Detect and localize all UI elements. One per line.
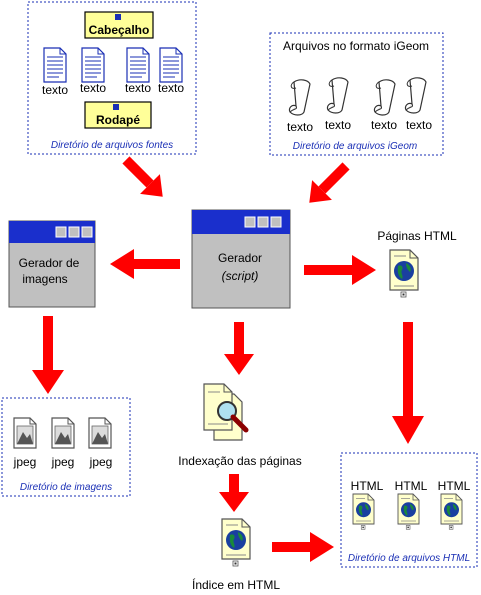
igeom-directory-caption: Diretório de arquivos iGeom: [293, 141, 418, 152]
arrow-generator-to-indexing: [224, 322, 254, 375]
jpeg-image-icon: [88, 417, 112, 449]
source-directory-caption: Diretório de arquivos fontes: [51, 140, 173, 151]
igeom-directory: Arquivos no formato iGeom texto texto te…: [269, 32, 444, 156]
html-file-icon: [397, 493, 420, 530]
source-file-label: texto: [80, 81, 106, 95]
arrow-generator-to-html-pages: [304, 255, 376, 285]
index-html-label: Índice em HTML: [192, 577, 280, 592]
igeom-file-label: texto: [371, 118, 397, 132]
text-file-icon: [159, 47, 183, 83]
igeom-file-label: texto: [325, 118, 351, 132]
images-directory-caption: Diretório de imagens: [20, 482, 112, 493]
images-directory: jpeg jpeg jpeg Diretório de imagens: [1, 397, 131, 497]
html-directory: HTML HTML HTML Diretório de arquivos HTM…: [340, 452, 478, 568]
indexing-label: Indexação das páginas: [178, 454, 301, 468]
igeom-file-label: texto: [406, 118, 432, 132]
arrow-indexing-to-index: [219, 474, 249, 512]
source-file-label: texto: [158, 81, 184, 95]
footer-box: Rodapé: [84, 101, 152, 129]
index-html-icon: [221, 518, 251, 567]
image-generator-window: Gerador de imagens: [8, 220, 96, 308]
jpeg-label: jpeg: [51, 455, 75, 469]
generator-window: Gerador (script): [191, 209, 291, 309]
html-file-icon: [352, 493, 375, 530]
image-generator-line2: imagens: [22, 272, 67, 286]
arrow-index-to-html-dir: [272, 532, 334, 562]
generator-subtitle: (script): [222, 269, 259, 283]
jpeg-label: jpeg: [13, 455, 37, 469]
jpeg-image-icon: [51, 417, 75, 449]
arrow-igeom-to-generator: [309, 162, 350, 203]
indexing-pages-icon: [203, 383, 249, 441]
arrow-image-generator-to-images: [32, 316, 64, 394]
jpeg-image-icon: [13, 417, 37, 449]
html-file-label: HTML: [395, 479, 428, 493]
html-directory-caption: Diretório de arquivos HTML: [348, 553, 470, 564]
arrow-source-to-generator: [122, 156, 163, 197]
html-page-icon: [389, 249, 419, 298]
arrow-html-pages-to-html-dir: [392, 322, 424, 444]
header-box: Cabeçalho: [84, 11, 154, 39]
igeom-title: Arquivos no formato iGeom: [283, 39, 429, 53]
source-file-label: texto: [42, 83, 68, 97]
text-file-icon: [43, 47, 67, 83]
html-file-label: HTML: [351, 479, 384, 493]
indexing: Indexação das páginas: [178, 383, 302, 468]
html-pages: Páginas HTML: [377, 229, 457, 298]
igeom-file-icon: [373, 79, 396, 116]
igeom-file-icon: [288, 79, 311, 116]
window-buttons-icon: [244, 216, 282, 228]
html-file-icon: [440, 493, 463, 530]
source-file-label: texto: [125, 81, 151, 95]
index-html: Índice em HTML: [192, 518, 280, 592]
text-file-icon: [81, 47, 105, 83]
image-generator-line1: Gerador de: [19, 256, 80, 270]
text-file-icon: [126, 47, 150, 83]
source-directory: Cabeçalho texto texto texto texto Rodapé…: [27, 1, 197, 155]
window-buttons-icon: [55, 226, 93, 238]
igeom-file-icon: [326, 77, 349, 114]
igeom-file-icon: [404, 77, 427, 114]
html-pages-label: Páginas HTML: [377, 229, 457, 243]
jpeg-label: jpeg: [89, 455, 113, 469]
igeom-file-label: texto: [287, 120, 313, 134]
generator-title: Gerador: [218, 251, 262, 265]
footer-label: Rodapé: [96, 113, 140, 127]
arrow-generator-to-image-generator: [110, 249, 180, 279]
header-label: Cabeçalho: [89, 23, 150, 37]
arrows: [32, 156, 424, 562]
html-file-label: HTML: [438, 479, 471, 493]
